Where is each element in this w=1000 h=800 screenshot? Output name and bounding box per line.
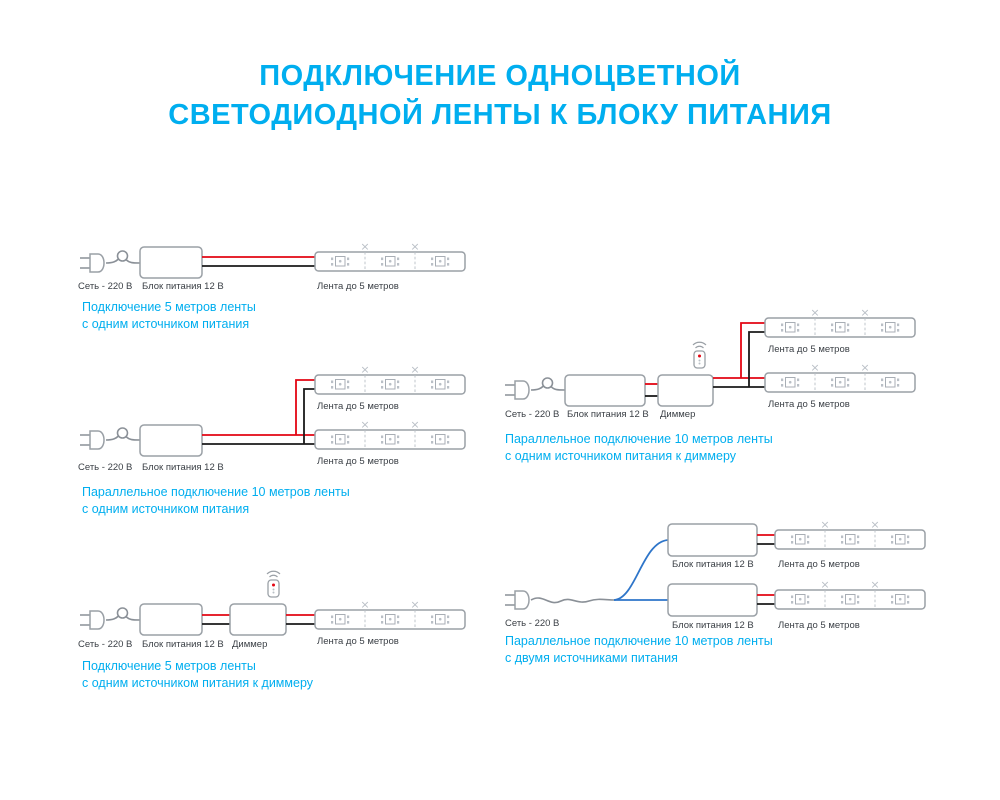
- label-psu: Блок питания 12 В: [567, 409, 649, 420]
- power-plug-icon: [79, 253, 105, 273]
- caption-line: с одним источником питания к диммеру: [82, 676, 313, 690]
- wire-red: [713, 322, 765, 379]
- psu-box: [139, 424, 203, 457]
- led-strip: [765, 365, 915, 392]
- caption-line: Параллельное подключение 10 метров ленты: [505, 634, 773, 648]
- label-strip: Лента до 5 метров: [317, 281, 399, 292]
- led-strip: [315, 422, 465, 449]
- diagram-parallel-10m-one-psu: Лента до 5 метров Лента до 5 метров Сеть…: [78, 367, 465, 473]
- led-strip: [775, 522, 925, 549]
- led-strip: [775, 582, 925, 609]
- label-strip: Лента до 5 метров: [317, 636, 399, 647]
- label-psu: Блок питания 12 В: [672, 559, 754, 570]
- label-psu: Блок питания 12 В: [142, 281, 224, 292]
- diagram-parallel-10m-one-psu-dimmer: Лента до 5 метров Лента до 5 метров Сеть…: [504, 310, 915, 420]
- caption-line: Параллельное подключение 10 метров ленты: [505, 432, 773, 446]
- power-plug-icon: [79, 610, 105, 630]
- label-strip: Лента до 5 метров: [768, 399, 850, 410]
- dimmer-box: [229, 603, 287, 636]
- wire-blue: [613, 539, 669, 601]
- label-dimmer: Диммер: [660, 409, 695, 420]
- label-strip: Лента до 5 метров: [317, 401, 399, 412]
- caption-line: с одним источником питания: [82, 317, 250, 331]
- title-line-1: ПОДКЛЮЧЕНИЕ ОДНОЦВЕТНОЙ: [259, 60, 741, 92]
- caption-line: Подключение 5 метров ленты: [82, 300, 256, 314]
- caption-line: с одним источником питания к диммеру: [505, 449, 736, 463]
- label-psu: Блок питания 12 В: [142, 462, 224, 473]
- wire-red: [202, 379, 315, 436]
- power-cable: [530, 377, 566, 391]
- label-dimmer: Диммер: [232, 639, 267, 650]
- label-strip: Лента до 5 метров: [317, 456, 399, 467]
- label-mains: Сеть - 220 В: [78, 281, 132, 292]
- power-plug-icon: [504, 590, 530, 610]
- power-cable: [105, 607, 141, 621]
- label-psu: Блок питания 12 В: [142, 639, 224, 650]
- title-line-2: СВЕТОДИОДНОЙ ЛЕНТЫ К БЛОКУ ПИТАНИЯ: [168, 99, 832, 131]
- diagram-single-5m-one-psu-dimmer: Сеть - 220 В Блок питания 12 В Диммер Ле…: [78, 570, 465, 650]
- label-strip: Лента до 5 метров: [768, 344, 850, 355]
- psu-box: [139, 603, 203, 636]
- power-cable: [105, 427, 141, 441]
- caption-diagram-5: Параллельное подключение 10 метров ленты…: [505, 633, 773, 667]
- caption-diagram-3: Подключение 5 метров ленты с одним источ…: [82, 658, 313, 692]
- power-plug-icon: [504, 380, 530, 400]
- dimmer-box: [657, 374, 714, 407]
- caption-diagram-1: Подключение 5 метров ленты с одним источ…: [82, 299, 256, 333]
- power-cable: [530, 597, 615, 604]
- label-strip: Лента до 5 метров: [778, 559, 860, 570]
- caption-diagram-2: Параллельное подключение 10 метров ленты…: [82, 484, 350, 518]
- led-strip: [315, 244, 465, 271]
- label-mains: Сеть - 220 В: [505, 618, 559, 629]
- label-psu: Блок питания 12 В: [672, 620, 754, 631]
- power-cable: [105, 250, 141, 264]
- led-strip: [315, 602, 465, 629]
- led-strip: [315, 367, 465, 394]
- label-mains: Сеть - 220 В: [78, 639, 132, 650]
- wire-black: [202, 388, 315, 445]
- wire-black: [713, 331, 765, 388]
- label-mains: Сеть - 220 В: [78, 462, 132, 473]
- psu-box: [564, 374, 646, 407]
- caption-line: Подключение 5 метров ленты: [82, 659, 256, 673]
- led-strip: [765, 310, 915, 337]
- diagram-single-5m-one-psu: Сеть - 220 В Блок питания 12 В Лента до …: [78, 244, 465, 292]
- power-plug-icon: [79, 430, 105, 450]
- caption-diagram-4: Параллельное подключение 10 метров ленты…: [505, 431, 773, 465]
- psu-box: [139, 246, 203, 279]
- caption-line: с одним источником питания: [82, 502, 250, 516]
- caption-line: с двумя источниками питания: [505, 651, 678, 665]
- label-mains: Сеть - 220 В: [505, 409, 559, 420]
- label-strip: Лента до 5 метров: [778, 620, 860, 631]
- page-title: ПОДКЛЮЧЕНИЕ ОДНОЦВЕТНОЙ СВЕТОДИОДНОЙ ЛЕН…: [0, 57, 1000, 135]
- psu-box: [667, 583, 758, 617]
- dimmer-remote-icon: [692, 341, 707, 369]
- diagram-parallel-10m-two-psu: Сеть - 220 В Блок питания 12 В Лента до …: [504, 522, 925, 631]
- psu-box: [667, 523, 758, 557]
- caption-line: Параллельное подключение 10 метров ленты: [82, 485, 350, 499]
- dimmer-remote-icon: [266, 570, 281, 598]
